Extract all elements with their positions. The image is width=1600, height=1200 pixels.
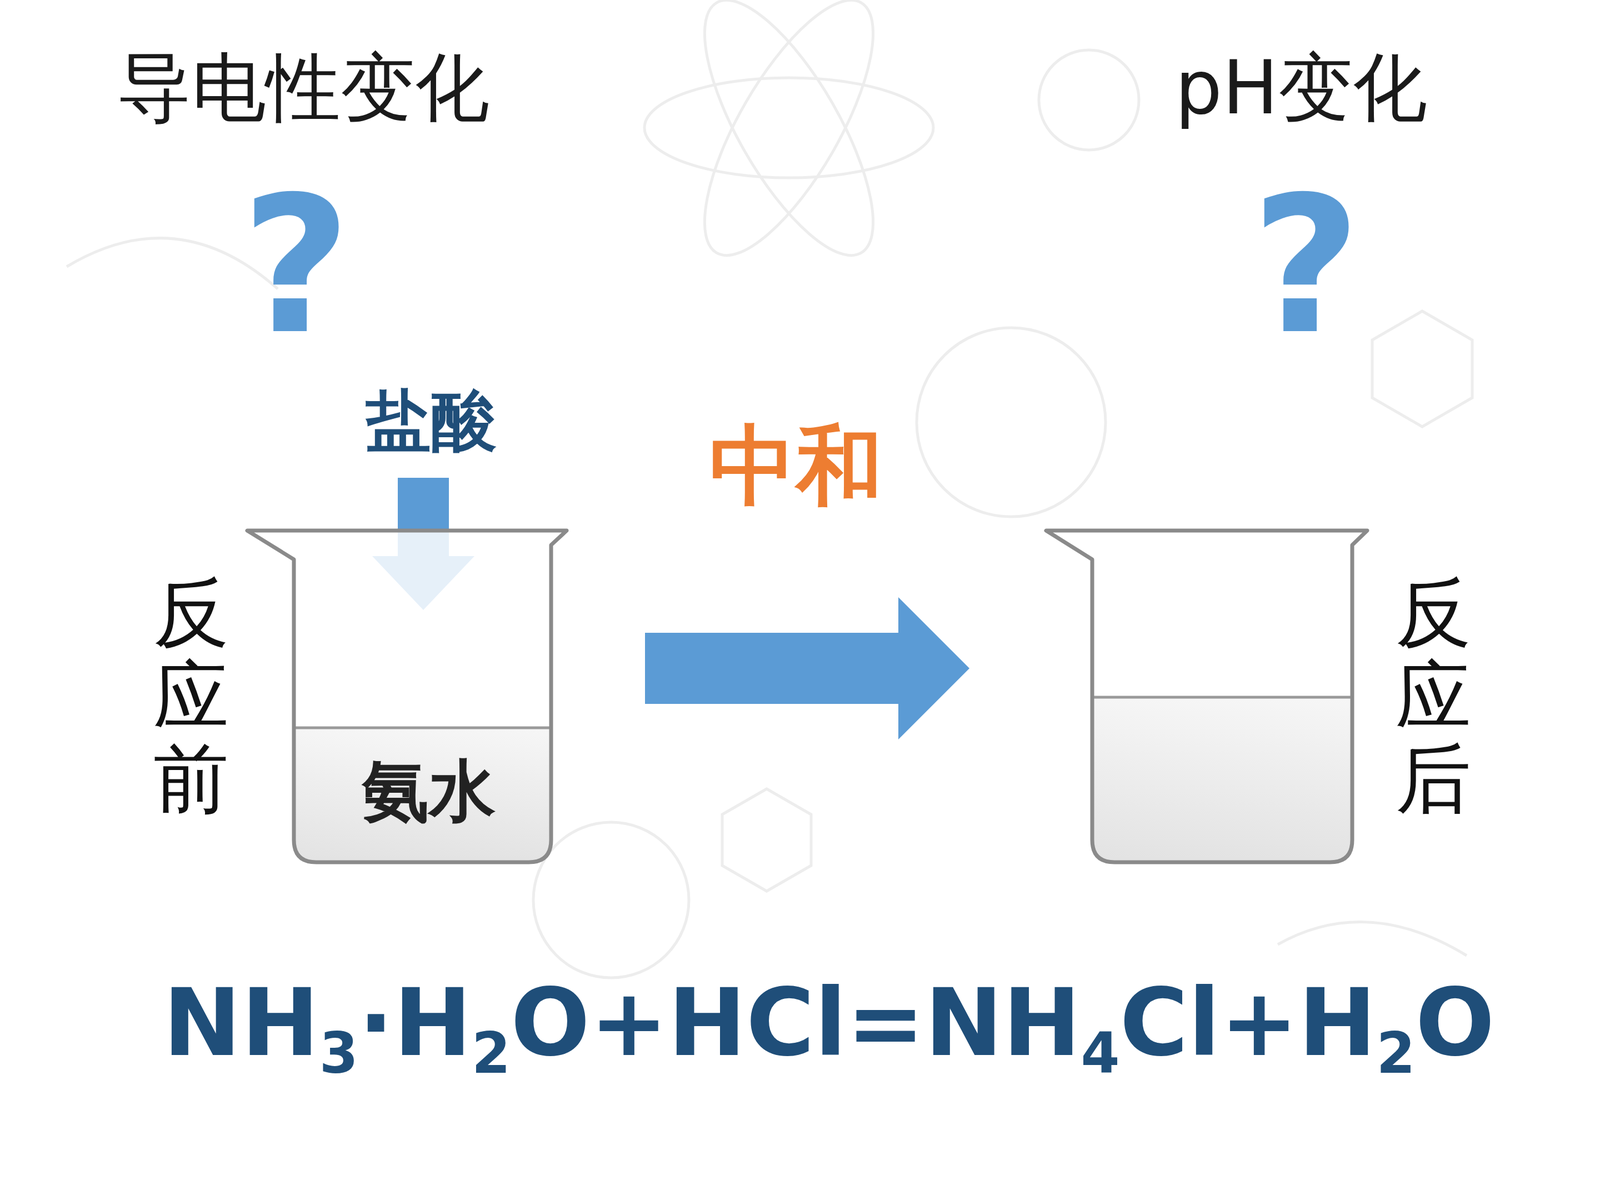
subscript: 3 (319, 1020, 359, 1087)
formula-part: Cl+H (1120, 968, 1377, 1078)
subscript: 2 (471, 1020, 511, 1087)
atom-orbit (644, 77, 934, 178)
benzene-ring (1372, 311, 1473, 427)
liquid (288, 727, 557, 868)
doodle-stroke (1277, 922, 1467, 957)
beaker-outline (1092, 530, 1353, 863)
doodle-circle (1038, 50, 1139, 150)
faint-doodles (66, 0, 1473, 978)
stage-label: 反应前 (153, 571, 229, 822)
doodle-circle (533, 822, 689, 978)
stage-label: 反应后 (1395, 571, 1472, 822)
subscript: 2 (1376, 1020, 1416, 1087)
flask-doodle (916, 327, 1106, 517)
panel-heading: 导电性变化 (117, 50, 490, 125)
beaker: 反应前氨水 (293, 530, 552, 863)
liquid (1086, 697, 1358, 868)
reagent-label: 盐酸 (365, 387, 497, 454)
reaction-arrow (645, 597, 970, 740)
beaker-border (247, 530, 567, 863)
formula-part: O (1415, 968, 1495, 1078)
liquid-surface (1092, 696, 1353, 699)
panel-heading: pH变化 (1175, 50, 1428, 125)
question-mark: ? (1251, 171, 1361, 360)
liquid-surface (293, 726, 552, 730)
subscript: 4 (1081, 1020, 1120, 1087)
atom-orbit (673, 0, 905, 278)
reaction-label: 中和 (709, 422, 883, 509)
liquid-label: 氨水 (362, 746, 496, 838)
atom-orbit (673, 0, 905, 278)
formula-part: NH (163, 968, 320, 1078)
chemical-equation: NH3·H2O+HCl=NH4Cl+H2O (163, 976, 1495, 1070)
formula-part: O+HCl=NH (510, 968, 1081, 1078)
beaker: 反应后 (1092, 530, 1353, 863)
beaker-border (1046, 530, 1368, 863)
benzene-ring (722, 788, 812, 892)
formula-part: ·H (358, 968, 472, 1078)
question-mark: ? (241, 171, 351, 360)
